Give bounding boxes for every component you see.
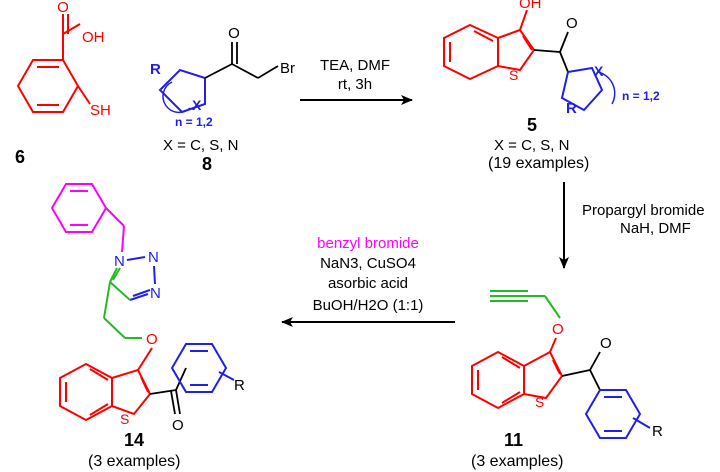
step1-conditions-2: rt, 3h xyxy=(338,76,372,93)
phenyl-ring-14 xyxy=(170,343,228,393)
r-label-11: R xyxy=(652,423,663,440)
o-label-14: O xyxy=(146,331,158,348)
compound-number-14: 14 xyxy=(124,430,144,450)
examples-5: (19 examples) xyxy=(488,155,589,172)
examples-11: (3 examples) xyxy=(471,453,563,470)
step3-conditions-2: NaN3, CuSO4 xyxy=(320,255,416,272)
step3-reagent-benzyl-bromide: benzyl bromide xyxy=(317,235,419,252)
reaction-step-3: benzyl bromide NaN3, CuSO4 asorbic acid … xyxy=(281,235,455,327)
svg-text:O: O xyxy=(228,25,240,42)
n2-label-14: N xyxy=(148,249,159,266)
compound-8: R X n = 1,2 O Br X = C, S, N 8 xyxy=(150,25,295,174)
benzo-ring-11 xyxy=(471,350,525,410)
compound-14: N N N O S O R 14 ( xyxy=(50,183,245,470)
step2-conditions-2: NaH, DMF xyxy=(620,220,691,237)
br-label-8: Br xyxy=(280,60,295,77)
svg-text:O: O xyxy=(172,417,184,434)
s-label-5: S xyxy=(509,67,518,83)
x-definition-8: X = C, S, N xyxy=(163,137,238,154)
oh-label-5: OH xyxy=(519,0,542,12)
x-label-5: X xyxy=(594,63,604,79)
n-label-8: n = 1,2 xyxy=(175,115,213,129)
benzyl-ring-14 xyxy=(50,183,108,233)
compound-5: S OH O X R n = 1,2 5 X = C, S, N (19 exa… xyxy=(443,0,660,172)
step3-conditions-3: asorbic acid xyxy=(328,275,408,292)
sh-label-6: SH xyxy=(90,102,111,119)
s-label-14: S xyxy=(120,411,129,427)
svg-text:O: O xyxy=(600,335,612,352)
x-definition-5: X = C, S, N xyxy=(494,137,569,154)
reaction-step-1: TEA, DMF rt, 3h xyxy=(300,57,413,105)
oh-label-6: OH xyxy=(82,29,105,46)
step1-conditions-1: TEA, DMF xyxy=(320,57,390,74)
svg-text:O: O xyxy=(566,15,578,32)
compound-number-8: 8 xyxy=(202,154,212,174)
compound-6: O OH SH 6 xyxy=(15,0,111,167)
o-label-11: O xyxy=(552,321,564,338)
compound-number-5: 5 xyxy=(527,115,537,135)
compound-number-11: 11 xyxy=(504,430,523,450)
compound-11: O S O R 11 (3 examples) xyxy=(471,290,663,470)
phenyl-ring-11 xyxy=(584,389,642,439)
compound-number-6: 6 xyxy=(15,147,25,167)
svg-text:O: O xyxy=(57,0,69,16)
r-label-8: R xyxy=(150,61,161,78)
n1-label-14: N xyxy=(114,253,125,270)
benzo-ring-5 xyxy=(443,23,499,81)
aryl-ring-5 xyxy=(560,66,604,112)
n3-label-14: N xyxy=(150,285,161,302)
step3-conditions-4: BuOH/H2O (1:1) xyxy=(313,297,424,314)
benzo-ring-14 xyxy=(59,362,113,422)
aryl-ring-8 xyxy=(158,68,206,114)
r-label-14: R xyxy=(234,377,245,394)
n-label-5: n = 1,2 xyxy=(622,89,660,103)
x-label-8: X xyxy=(192,97,202,113)
reaction-step-2: Propargyl bromide NaH, DMF xyxy=(559,182,705,269)
step2-conditions-1: Propargyl bromide xyxy=(582,202,705,219)
s-label-11: S xyxy=(535,394,544,410)
examples-14: (3 examples) xyxy=(88,453,180,470)
r-label-5: R xyxy=(566,100,577,117)
